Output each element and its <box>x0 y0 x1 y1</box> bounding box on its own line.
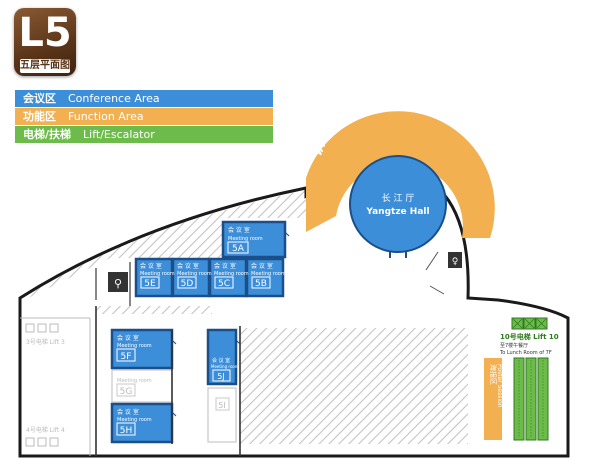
room-5J-en: Meeting room <box>211 364 239 369</box>
hall-door <box>389 252 407 258</box>
legend-conference: 会议区 Conference Area <box>15 90 273 107</box>
room-5E[interactable]: 会 议 室 Meeting room 5E <box>134 257 175 298</box>
restroom-right <box>448 252 462 268</box>
room-5D-zh: 会 议 室 <box>177 262 199 270</box>
lift-10-note-zh: 至7楼午餐厅 <box>500 342 528 349</box>
room-5B-id: 5B <box>255 279 267 289</box>
room-5E-en: Meeting room <box>140 271 175 277</box>
lift-10-note-en: To Lunch Room of 7F <box>499 350 552 356</box>
restroom-right-icon: ♀ <box>452 257 459 267</box>
room-5B[interactable]: 会 议 室 Meeting room 5B <box>245 257 286 298</box>
service-wall <box>425 251 445 295</box>
poster-session-en: Poster Session <box>496 364 503 408</box>
legend-function-en: Function Area <box>68 110 144 123</box>
corridor-mid <box>96 306 212 314</box>
room-5C-id: 5C <box>218 279 230 289</box>
room-5A-id: 5A <box>232 244 245 254</box>
escalators[interactable] <box>513 357 549 441</box>
door-markers <box>171 231 290 417</box>
lift-10[interactable]: 10号电梯 Lift 10 至7楼午餐厅 To Lunch Room of 7F <box>499 317 559 356</box>
legend-conference-zh: 会议区 <box>23 92 56 105</box>
room-5H-id: 5H <box>120 426 133 436</box>
room-5A-en: Meeting room <box>228 236 263 242</box>
room-5F-id: 5F <box>121 352 132 362</box>
lift-3[interactable]: 3号电梯 Lift 3 <box>25 323 65 346</box>
lift-10-label: 10号电梯 Lift 10 <box>500 332 559 341</box>
speaker-lounge <box>306 111 495 238</box>
room-5C-en: Meeting room <box>214 271 249 277</box>
room-5G-id: 5G <box>120 387 133 397</box>
room-5D-en: Meeting room <box>177 271 212 277</box>
yangtze-hall-zh: 长 江 厅 <box>382 192 415 204</box>
restroom-wall <box>95 262 131 306</box>
lift-4[interactable]: 4号电梯 Lift 4 <box>25 426 65 447</box>
room-5G[interactable]: Meeting room 5G <box>111 369 173 403</box>
room-5G-en: Meeting room <box>117 378 152 384</box>
room-5D[interactable]: 会 议 室 Meeting room 5D <box>171 257 212 298</box>
room-5A-zh: 会 议 室 <box>228 226 250 234</box>
lift-4-label: 4号电梯 Lift 4 <box>26 426 65 434</box>
interior-walls <box>95 306 241 456</box>
room-5J-id: 5J <box>217 372 224 381</box>
room-5C-zh: 会 议 室 <box>214 262 236 270</box>
legend-function: 功能区 Function Area <box>15 108 273 125</box>
room-5F-zh: 会 议 室 <box>117 334 139 342</box>
room-5E-id: 5E <box>144 279 156 289</box>
yangtze-hall-en: Yangtze Hall <box>365 207 429 217</box>
level-number: L5 <box>18 10 72 56</box>
poster-session: 海报区 Poster Session <box>484 358 503 440</box>
atrium-void <box>240 328 468 444</box>
room-5C[interactable]: 会 议 室 Meeting room 5C <box>208 257 249 298</box>
room-5H[interactable]: 会 议 室 Meeting room 5H <box>110 402 174 444</box>
legend-conference-en: Conference Area <box>68 92 160 105</box>
room-5J-zh: 会 议 室 <box>212 357 230 364</box>
room-5B-en: Meeting room <box>251 271 286 277</box>
room-5D-id: 5D <box>181 279 194 289</box>
room-5H-zh: 会 议 室 <box>117 408 139 416</box>
corridor-north <box>20 190 306 300</box>
room-5E-zh: 会 议 室 <box>140 262 162 270</box>
legend-lift: 电梯/扶梯 Lift/Escalator <box>15 126 273 143</box>
room-5J[interactable]: 会 议 室 Meeting room 5J <box>206 328 239 386</box>
level-badge: L5 五层平面图 <box>14 8 76 76</box>
room-5A[interactable]: 会 议 室 Meeting room 5A <box>221 220 287 259</box>
restroom-left <box>108 272 128 292</box>
room-5H-en: Meeting room <box>117 417 152 423</box>
room-5I[interactable]: 5I <box>207 387 237 443</box>
lift-lobby-wall <box>20 317 91 456</box>
poster-session-zh: 海报区 <box>489 364 498 385</box>
level-subtitle: 五层平面图 <box>20 59 70 73</box>
room-5F[interactable]: 会 议 室 Meeting room 5F <box>110 328 174 370</box>
restroom-left-icon: ⚲ <box>114 277 122 290</box>
room-5B-zh: 会 议 室 <box>251 262 273 270</box>
room-5I-id: 5I <box>218 401 225 410</box>
room-5F-en: Meeting room <box>117 343 152 349</box>
legend-lift-en: Lift/Escalator <box>83 128 155 141</box>
lift-3-label: 3号电梯 Lift 3 <box>26 338 65 346</box>
legend-function-zh: 功能区 <box>23 110 56 123</box>
legend-lift-zh: 电梯/扶梯 <box>23 128 72 141</box>
yangtze-hall <box>349 155 447 253</box>
